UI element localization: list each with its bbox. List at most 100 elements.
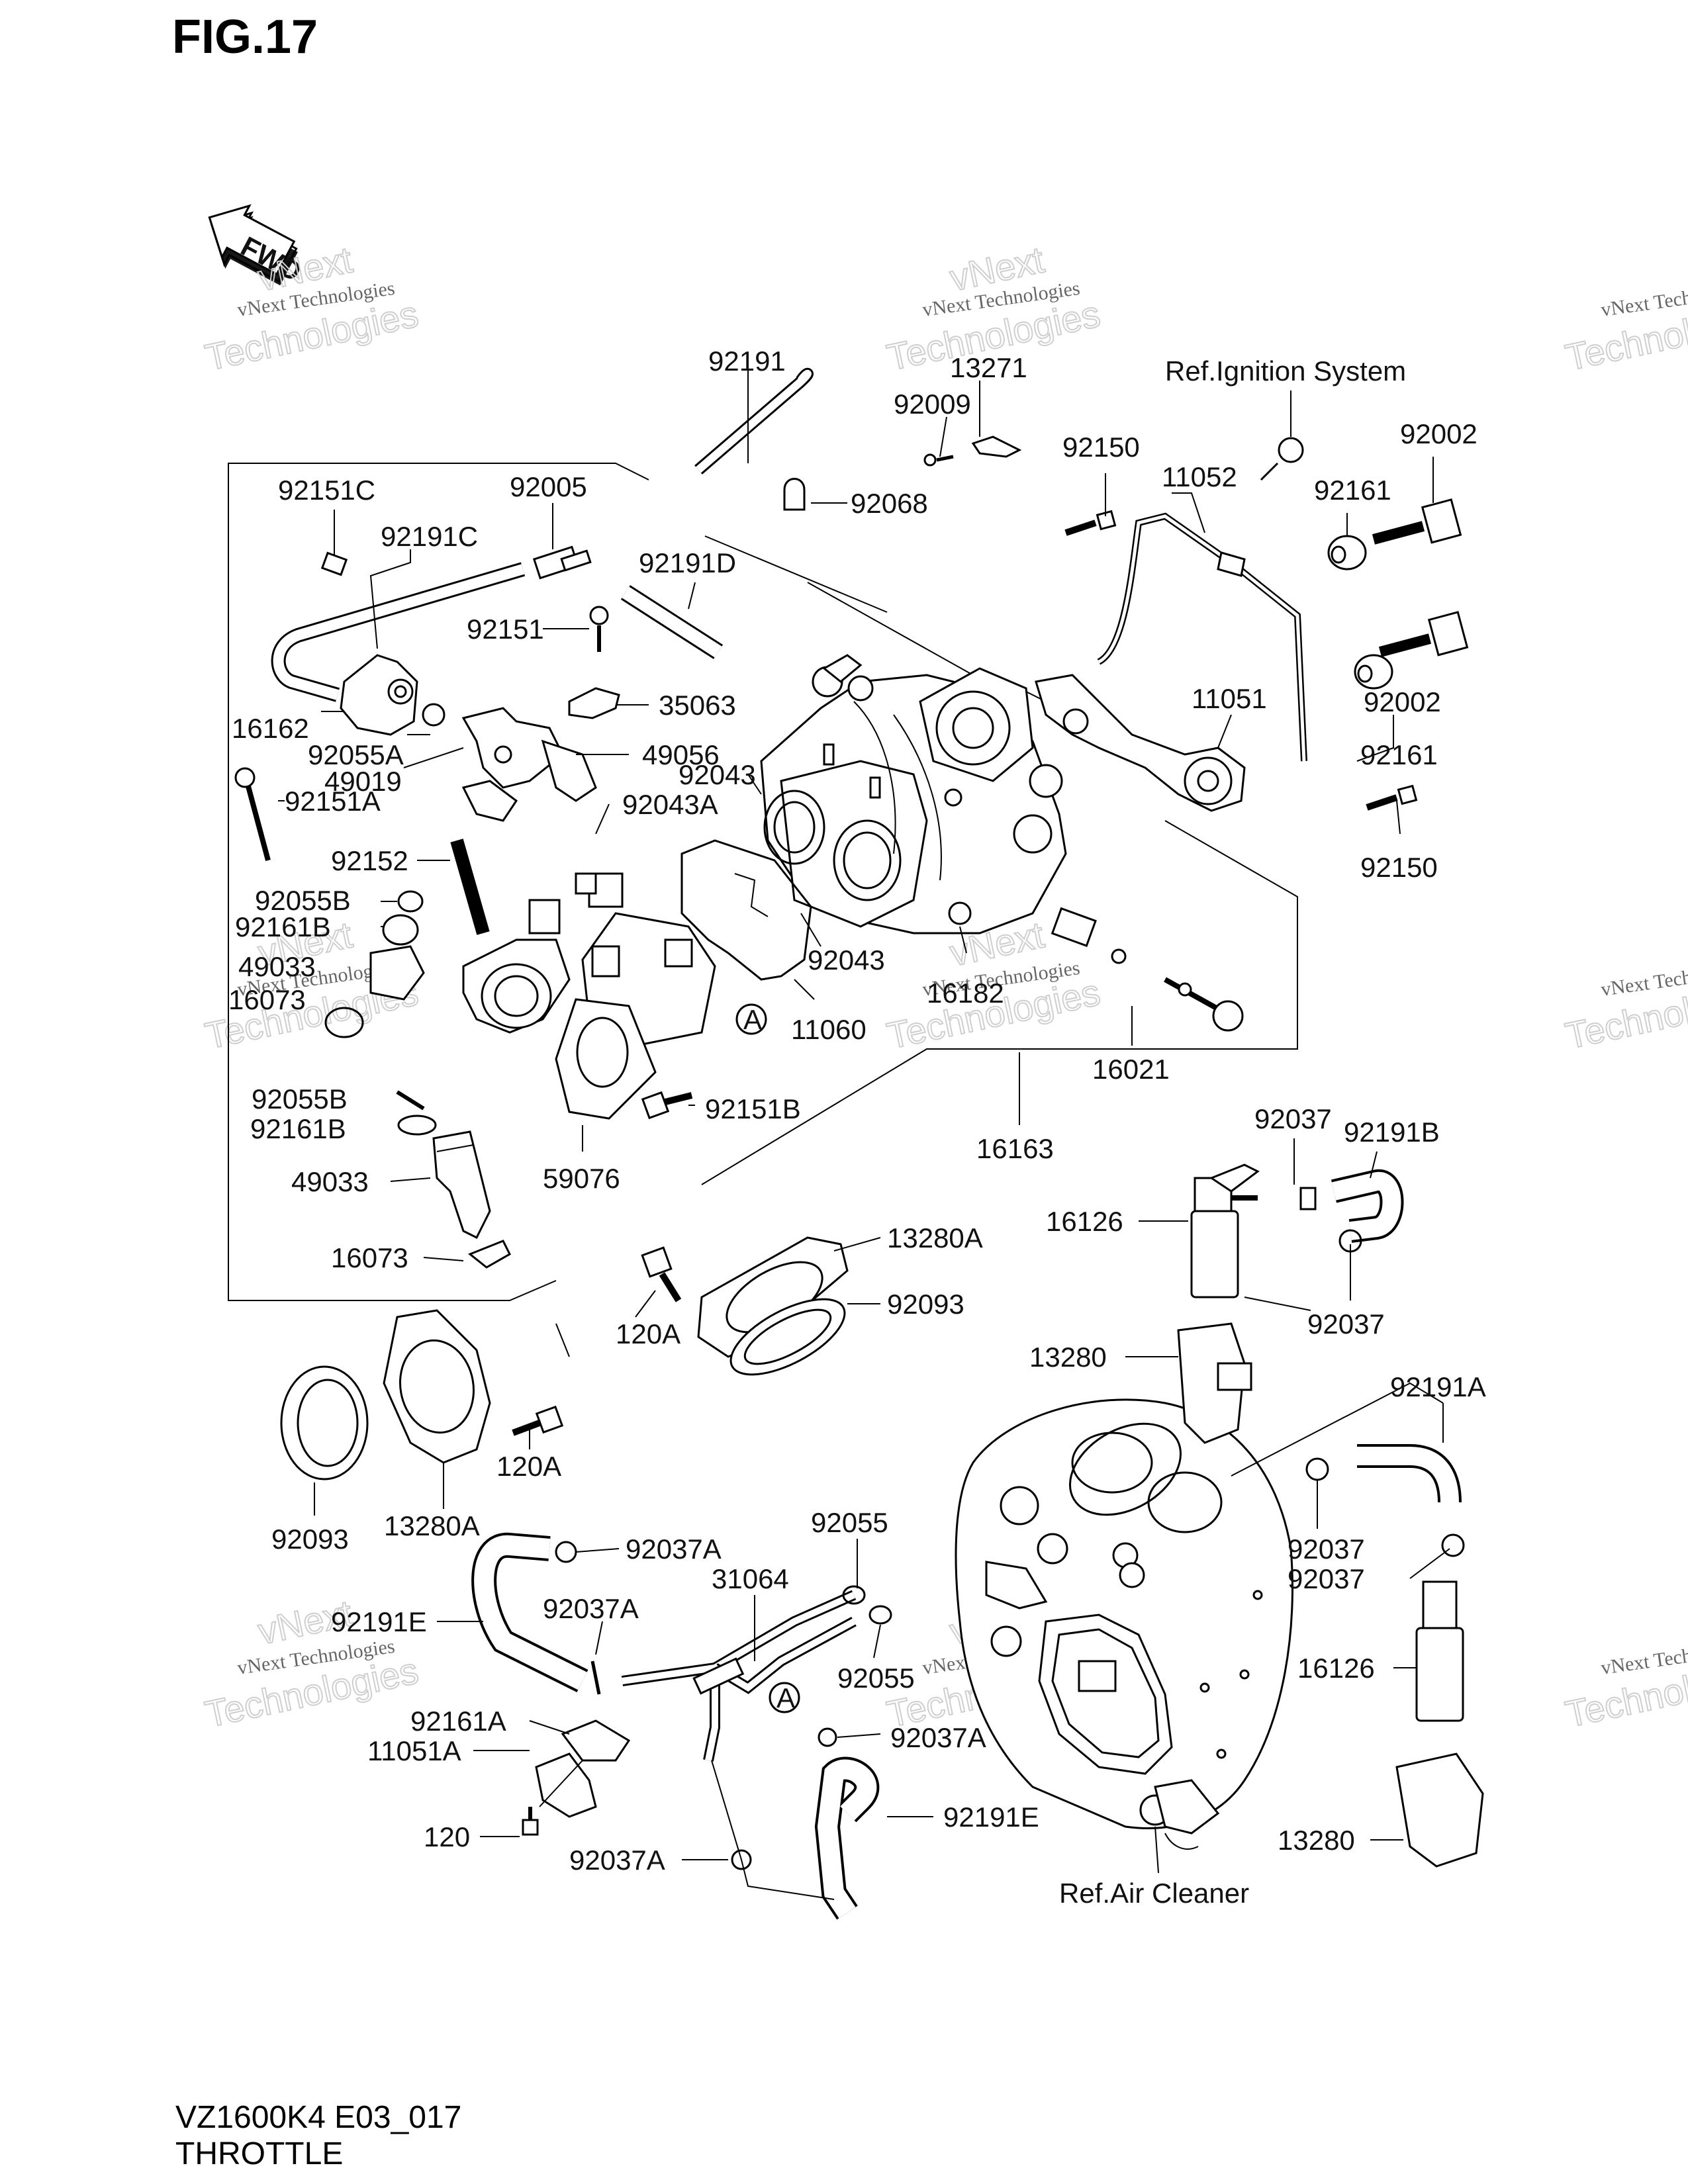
- svg-text:A: A: [776, 1682, 795, 1713]
- fwd-arrow-icon: FWD: [208, 204, 306, 287]
- idle-adjust-screw: [1051, 907, 1244, 1032]
- hose-92191C: [271, 562, 526, 702]
- label-92151B: 92151B: [705, 1093, 801, 1124]
- hose-92191: [694, 367, 814, 475]
- label-11052: 11052: [1162, 461, 1237, 492]
- callout-a-1: A: [735, 1003, 767, 1035]
- hose-92191E-a: [471, 1532, 588, 1692]
- ref-ignition-system: Ref.Ignition System: [1165, 355, 1406, 387]
- injector-49033-b: [432, 1130, 491, 1240]
- hose-92191A: [1357, 1444, 1462, 1503]
- label-120A-b: 120A: [496, 1451, 561, 1482]
- bolt-120A-b: [512, 1405, 564, 1436]
- ring-92093-b: [280, 1365, 369, 1480]
- holder-13280A-b: [383, 1309, 491, 1464]
- clip-35063: [568, 687, 620, 719]
- label-92055B-b: 92055B: [252, 1083, 348, 1115]
- label-49056: 49056: [642, 739, 720, 770]
- bolt-92002-b: [1378, 611, 1469, 657]
- hose-92191D: [620, 585, 724, 659]
- label-92151A: 92151A: [285, 786, 381, 817]
- oring-92055B-b: [396, 1090, 425, 1111]
- oring-92161B-a: [382, 914, 419, 946]
- label-92009: 92009: [894, 388, 971, 420]
- label-16073-b: 16073: [331, 1242, 408, 1273]
- intake-joint: [462, 872, 716, 1120]
- orings-92055: [842, 1585, 892, 1625]
- joint-92005: [532, 545, 592, 580]
- watermark-9: vNext Technologies Technologies: [1561, 1635, 1688, 1736]
- assembly-frame: [228, 463, 1298, 1357]
- model-code: VZ1600K4 E03_017: [175, 2100, 461, 2135]
- svg-text:A: A: [743, 1004, 762, 1035]
- label-16073-a: 16073: [228, 984, 306, 1015]
- label-49033-a: 49033: [238, 951, 316, 982]
- bushing-92161-a: [1327, 535, 1367, 570]
- holder-13280-a: [1177, 1322, 1252, 1444]
- ring-92093-a: [729, 1298, 846, 1376]
- label-11060: 11060: [791, 1014, 867, 1045]
- label-92055B-a: 92055B: [255, 885, 351, 916]
- bolt-92002-a: [1372, 498, 1462, 545]
- label-92043-b: 92043: [808, 944, 885, 976]
- oring-92161B-b: [397, 1115, 437, 1136]
- section-name: THROTTLE: [175, 2136, 343, 2171]
- air-cleaner-plate: [955, 1398, 1293, 1850]
- label-35063: 35063: [659, 690, 736, 721]
- label-92150-b: 92150: [1360, 852, 1438, 883]
- label-92037-b: 92037: [1307, 1308, 1385, 1340]
- bracket-49019: [461, 707, 597, 822]
- bolt-92151B: [641, 1091, 693, 1120]
- label-13280A-b: 13280A: [384, 1510, 480, 1541]
- label-31064: 31064: [712, 1563, 789, 1594]
- label-120: 120: [424, 1821, 470, 1852]
- label-92150-a: 92150: [1062, 432, 1140, 463]
- label-92161A: 92161A: [410, 1706, 506, 1737]
- label-92055-a: 92055: [811, 1507, 888, 1538]
- bolt-92151A: [234, 767, 271, 862]
- label-92005: 92005: [510, 471, 587, 502]
- seal-16073-a: [324, 1007, 364, 1038]
- label-92151: 92151: [467, 614, 544, 645]
- label-92191E-b: 92191E: [943, 1801, 1039, 1833]
- gasket-11060: [680, 839, 812, 981]
- sensor-16162: [340, 654, 445, 736]
- label-13280-a: 13280: [1029, 1342, 1107, 1373]
- bolt-92151C: [320, 551, 348, 576]
- label-92002-a: 92002: [1400, 418, 1477, 449]
- figure-title: FIG.17: [172, 11, 318, 64]
- label-92191D: 92191D: [639, 547, 736, 578]
- hose-92191E-b: [814, 1756, 880, 1920]
- callout-a-2: A: [769, 1682, 800, 1713]
- label-92161-b: 92161: [1360, 739, 1438, 770]
- screw-92151: [589, 606, 609, 652]
- label-92191B: 92191B: [1344, 1116, 1440, 1148]
- valve-16126-b: [1415, 1580, 1464, 1722]
- label-92161-a: 92161: [1314, 475, 1391, 506]
- screw-92009: [923, 453, 954, 467]
- label-92093-b: 92093: [271, 1524, 349, 1555]
- label-92002-b: 92002: [1364, 686, 1441, 717]
- cap-92068: [783, 478, 806, 511]
- label-92037A-d: 92037A: [569, 1844, 665, 1876]
- label-92055-b: 92055: [837, 1662, 915, 1694]
- label-92191A: 92191A: [1390, 1371, 1486, 1402]
- label-92152: 92152: [331, 845, 408, 876]
- label-11051A: 11051A: [367, 1735, 461, 1766]
- label-49019: 49019: [324, 766, 402, 797]
- label-16163: 16163: [976, 1133, 1054, 1164]
- seal-16073-b: [468, 1240, 511, 1269]
- ref-air-cleaner: Ref.Air Cleaner: [1059, 1878, 1249, 1909]
- label-16021: 16021: [1092, 1054, 1170, 1085]
- injector-49033-a: [369, 945, 425, 1001]
- label-16182: 16182: [927, 978, 1004, 1009]
- bolt-92150-b: [1366, 784, 1418, 811]
- label-92151C: 92151C: [278, 475, 375, 506]
- label-92161B-b: 92161B: [250, 1113, 346, 1144]
- label-92068: 92068: [851, 488, 928, 519]
- bolt-120A-a: [641, 1246, 682, 1302]
- bracket-13271: [971, 435, 1022, 458]
- label-92191E-a: 92191E: [331, 1606, 427, 1637]
- watermark-3: vNext Technologies Technologies: [1561, 277, 1688, 379]
